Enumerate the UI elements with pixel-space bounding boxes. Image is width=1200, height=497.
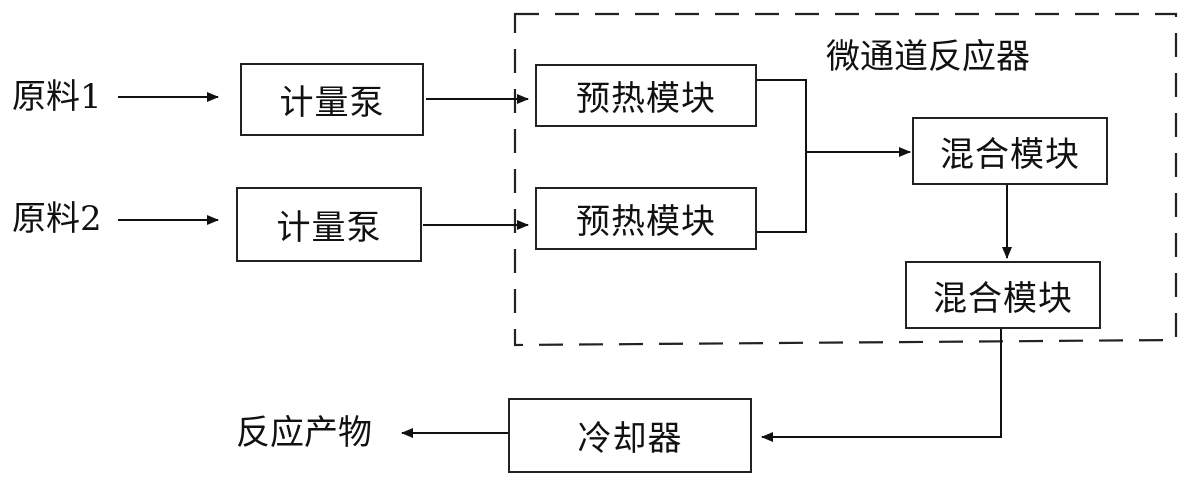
reactor-title: 微通道反应器 — [826, 37, 1030, 77]
product-label: 反应产物 — [236, 413, 372, 453]
mixing-module-2: 混合模块 — [905, 261, 1101, 329]
preheat-module-1: 预热模块 — [535, 64, 757, 127]
arrow-mix2-to-cooler — [761, 329, 1002, 442]
cooler: 冷却器 — [508, 398, 752, 473]
line-preheat-merge — [757, 79, 807, 233]
mixing-module-1: 混合模块 — [912, 117, 1108, 185]
metering-pump-1: 计量泵 — [240, 63, 424, 136]
reactor-boundary — [513, 12, 1178, 347]
preheat-module-2: 预热模块 — [535, 187, 757, 250]
raw-material-1-label: 原料1 — [12, 77, 102, 117]
raw-material-2-label: 原料2 — [12, 199, 102, 239]
metering-pump-2: 计量泵 — [236, 187, 422, 262]
